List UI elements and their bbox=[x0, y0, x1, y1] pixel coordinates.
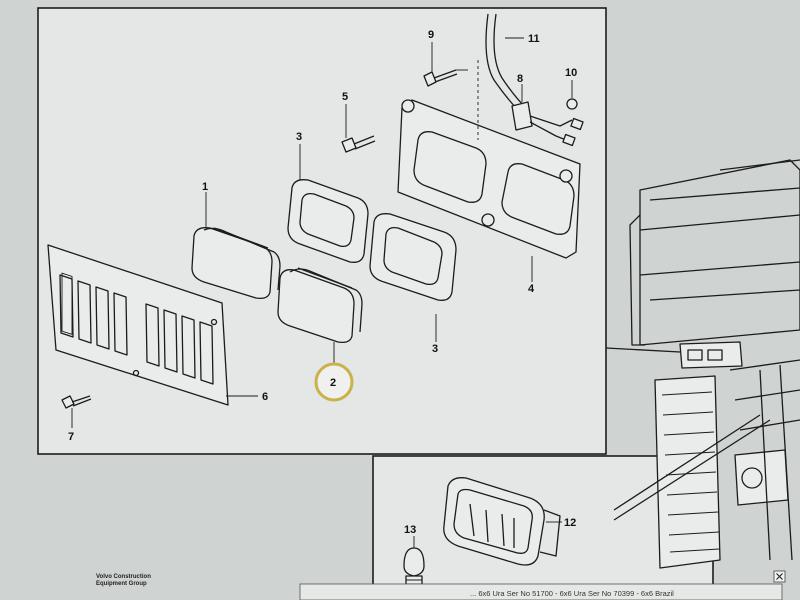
callout-2: 2 bbox=[330, 377, 336, 389]
callout-1: 1 bbox=[202, 181, 208, 193]
callout-11: 11 bbox=[528, 33, 540, 45]
part-1-lamp bbox=[191, 227, 281, 300]
callout-10: 10 bbox=[565, 67, 577, 79]
part-4-bracket bbox=[397, 99, 581, 259]
callout-6: 6 bbox=[262, 391, 268, 403]
part-2-lamp bbox=[277, 267, 363, 344]
part-11-cable bbox=[477, 13, 527, 140]
part-5-screw bbox=[341, 135, 376, 153]
part-6-grille-panel bbox=[47, 244, 229, 406]
footer-bar bbox=[299, 583, 783, 600]
footer-text: ... 6x6 Ura Ser No 51700 - 6x6 Ura Ser N… bbox=[470, 589, 674, 598]
part-3b-gasket bbox=[369, 213, 457, 301]
brand-line-2: Equipment Group bbox=[96, 581, 147, 587]
callout-3b: 3 bbox=[432, 343, 438, 355]
part-10-nut bbox=[566, 98, 578, 110]
callout-labels: 1 2 3 3 4 5 6 7 8 9 10 11 12 13 bbox=[68, 29, 577, 536]
part-12-work-lamp bbox=[443, 477, 561, 566]
callout-9: 9 bbox=[428, 29, 434, 41]
leader-lines bbox=[71, 37, 573, 548]
vehicle-illustration bbox=[605, 159, 800, 569]
part-7-bolt bbox=[61, 395, 92, 409]
callout-4: 4 bbox=[528, 283, 535, 295]
brand-line-1: Volvo Construction bbox=[96, 574, 151, 580]
part-3a-gasket bbox=[287, 179, 369, 263]
callout-12: 12 bbox=[564, 517, 576, 529]
highlight-ring bbox=[314, 362, 354, 402]
part-8-connector bbox=[511, 101, 584, 147]
callout-8: 8 bbox=[517, 73, 523, 85]
callout-13: 13 bbox=[404, 524, 416, 536]
close-icon[interactable] bbox=[773, 570, 786, 583]
footer: Volvo Construction Equipment Group ... 6… bbox=[96, 574, 783, 600]
part-9-screw bbox=[423, 69, 458, 87]
callout-5: 5 bbox=[342, 91, 348, 103]
callout-3a: 3 bbox=[296, 131, 302, 143]
callout-7: 7 bbox=[68, 431, 74, 443]
